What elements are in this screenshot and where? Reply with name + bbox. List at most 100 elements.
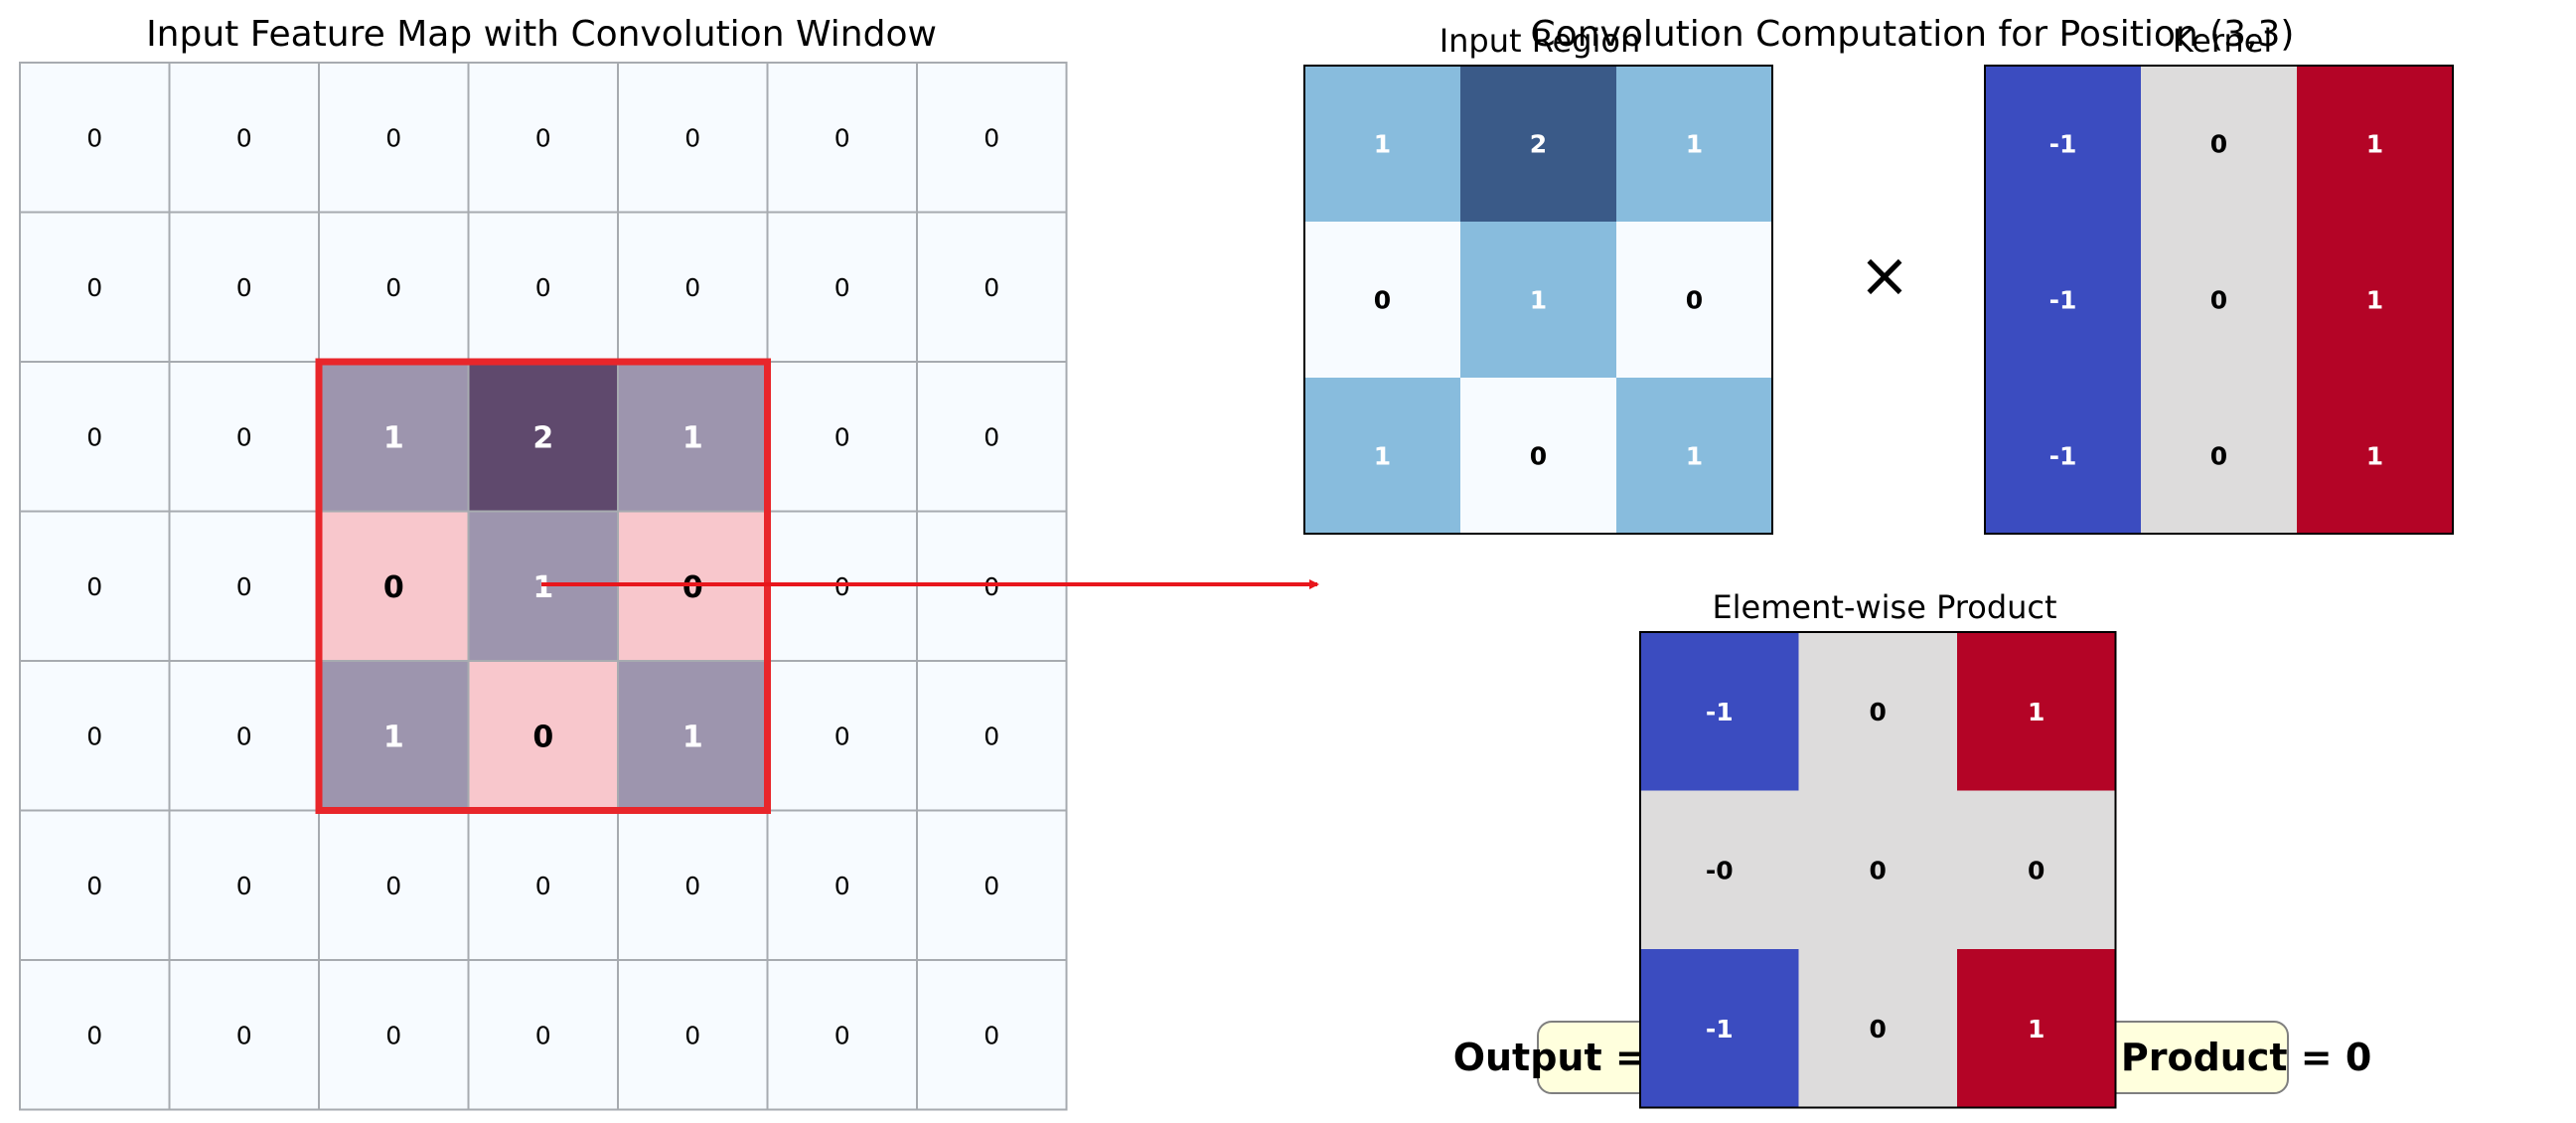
input-map-cell <box>916 62 1068 214</box>
multiply-symbol: × <box>1859 239 1910 311</box>
input-region-cell <box>1304 378 1460 534</box>
input-map-cell-value: 0 <box>984 273 999 302</box>
input-map-cell <box>916 361 1068 513</box>
input-map-cell-value: 0 <box>684 1021 700 1049</box>
elementwise-cell-value: 1 <box>2028 698 2045 726</box>
input-region-cell-value: 0 <box>1374 286 1391 315</box>
elementwise-cell-value: -1 <box>1706 1015 1734 1043</box>
input-map-cell <box>168 959 320 1111</box>
input-map-cell-value: 0 <box>984 1021 999 1049</box>
kernel-cell <box>2141 66 2297 222</box>
input-map-cell-value: 0 <box>984 722 999 750</box>
elementwise-cell-value: 0 <box>1870 1015 1887 1043</box>
input-map-cell-value: 1 <box>383 420 404 455</box>
input-map-cell-value: 0 <box>385 273 401 302</box>
input-map-cell <box>168 211 320 363</box>
input-map-cell <box>617 361 769 513</box>
kernel-cell-value: 1 <box>2366 130 2383 159</box>
input-map-cell-value: 0 <box>86 422 102 451</box>
input-map-cell-value: 2 <box>532 420 553 455</box>
input-region-cell-value: 0 <box>1686 286 1703 315</box>
input-map-cell-value: 0 <box>236 872 252 900</box>
input-map-cell-value: 0 <box>984 872 999 900</box>
input-map-cell <box>766 809 918 961</box>
input-map-cell-value: 0 <box>383 570 404 605</box>
input-map-cell <box>766 361 918 513</box>
input-map-cell-value: 0 <box>834 123 850 152</box>
elementwise-cell-frame <box>1639 631 2117 1109</box>
input-region-cell <box>1616 222 1772 378</box>
elementwise-cell <box>1798 790 1957 949</box>
input-map-cell-value: 0 <box>834 572 850 601</box>
input-map-cell <box>467 361 619 513</box>
kernel-cell <box>2297 66 2453 222</box>
input-map-cell <box>766 211 918 363</box>
input-map-cell-value: 0 <box>385 123 401 152</box>
input-region-cell <box>1460 222 1616 378</box>
input-region-cell-frame <box>1303 65 1773 535</box>
input-map-cell <box>19 62 171 214</box>
input-map-cell-value: 0 <box>834 273 850 302</box>
input-map-cell-value: 1 <box>532 570 553 605</box>
input-map-cell <box>19 510 171 662</box>
input-region-cell-value: 1 <box>1374 130 1391 159</box>
input-map-cell-value: 1 <box>682 420 703 455</box>
input-map-cell-value: 0 <box>682 570 703 605</box>
input-map-cell <box>467 62 619 214</box>
input-map-cell-value: 0 <box>236 572 252 601</box>
input-region-cell <box>1460 378 1616 534</box>
input-map-cell <box>766 959 918 1111</box>
input-map-cell-value: 0 <box>984 123 999 152</box>
input-map-cell-value: 0 <box>535 872 551 900</box>
kernel-cell <box>1985 66 2141 222</box>
elementwise-cell <box>1957 632 2116 791</box>
kernel-cell <box>1985 378 2141 534</box>
kernel-title: Kernel <box>2173 22 2273 60</box>
input-map-cell-value: 0 <box>236 273 252 302</box>
input-map-cell <box>467 510 619 662</box>
kernel-cell <box>2141 378 2297 534</box>
input-map-cell <box>916 660 1068 812</box>
elementwise-cell <box>1957 949 2116 1108</box>
input-map-cell-value: 1 <box>682 720 703 754</box>
input-map-cell <box>318 361 470 513</box>
elementwise-cell <box>1640 790 1799 949</box>
input-map-cell <box>318 62 470 214</box>
elementwise-cell-value: -1 <box>1706 698 1734 726</box>
input-region-cell <box>1460 66 1616 222</box>
input-map-cell <box>916 959 1068 1111</box>
input-map-cell-value: 0 <box>684 872 700 900</box>
input-map-cell-value: 0 <box>684 273 700 302</box>
kernel-cell <box>2297 222 2453 378</box>
input-map-cell-value: 0 <box>86 273 102 302</box>
input-map-cell-value: 0 <box>86 572 102 601</box>
input-region-cell <box>1616 378 1772 534</box>
input-region-title: Input Region <box>1440 22 1641 60</box>
kernel-cell-value: 0 <box>2210 442 2227 471</box>
input-map-cell <box>467 809 619 961</box>
input-region-cell-value: 1 <box>1374 442 1391 471</box>
input-region-cell-value: 1 <box>1686 130 1703 159</box>
input-map-cell <box>617 809 769 961</box>
input-region-cell-value: 1 <box>1686 442 1703 471</box>
input-map-cell-value: 0 <box>535 1021 551 1049</box>
input-map-cell-value: 0 <box>86 872 102 900</box>
kernel-cell-value: 1 <box>2366 442 2383 471</box>
input-map-cell <box>617 959 769 1111</box>
input-region-cell-value: 1 <box>1530 286 1547 315</box>
kernel-cell <box>2297 378 2453 534</box>
input-map-cell-value: 0 <box>236 722 252 750</box>
input-region-cell <box>1304 222 1460 378</box>
input-map-cell-value: 0 <box>834 422 850 451</box>
input-map-cell-value: 0 <box>684 123 700 152</box>
input-map-cell <box>318 660 470 812</box>
input-map-cell <box>19 660 171 812</box>
elementwise-cell <box>1957 790 2116 949</box>
input-map-cell-value: 0 <box>86 1021 102 1049</box>
elementwise-cell <box>1798 949 1957 1108</box>
input-region-cell-value: 2 <box>1530 130 1547 159</box>
input-map-cell <box>168 809 320 961</box>
input-map-cell-value: 0 <box>834 872 850 900</box>
